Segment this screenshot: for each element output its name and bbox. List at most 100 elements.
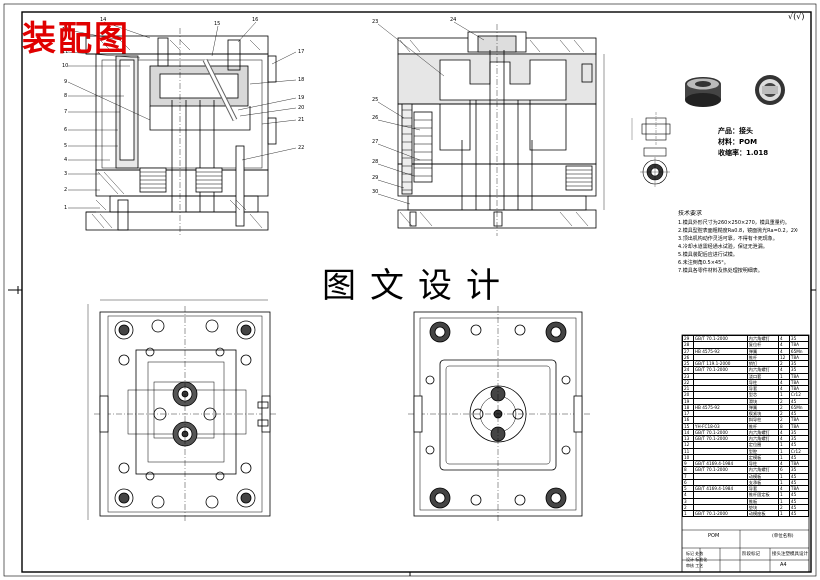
tech-line: 4.冷却水道需经通水试验，保证无泄漏。 — [678, 244, 768, 250]
bom-cell-name: 推板 — [746, 497, 780, 505]
bom-cell-name: 导套 — [746, 384, 780, 393]
bom-cell-name: 复位杆 — [746, 341, 780, 349]
svg-text:19: 19 — [298, 95, 304, 101]
bom-cell-name: 动模板 — [746, 472, 780, 480]
svg-text:14: 14 — [100, 17, 106, 23]
bom-cell-name: 内六角螺钉 — [746, 466, 780, 474]
bom-cell-name: 支承板 — [746, 478, 780, 487]
product-shrinkage: 收缩率：1.018 — [718, 149, 769, 157]
bom-cell-mat: T8A — [788, 353, 810, 362]
product-info: 产品：接头 材料：POM 收缩率：1.018 — [718, 126, 768, 159]
svg-text:25: 25 — [372, 97, 378, 103]
bom-cell-mat: 35 — [788, 366, 810, 374]
bom-cell-name: 导柱 — [746, 378, 780, 387]
svg-text:15: 15 — [214, 21, 220, 27]
bom-cell-mat: 35 — [788, 434, 810, 443]
bom-cell-name: 内六角螺钉 — [746, 366, 780, 374]
svg-text:20: 20 — [298, 105, 304, 111]
bom-cell-mat: T8A — [788, 378, 810, 387]
svg-text:2: 2 — [64, 187, 67, 193]
bom-cell-name: 型腔 — [746, 447, 780, 455]
bom-cell-mat: 45 — [788, 509, 810, 518]
product-material: 材料：POM — [718, 138, 758, 146]
bom-cell-mat: Cr12 — [788, 447, 810, 455]
plan-view-fixed-half — [408, 306, 590, 522]
svg-text:4: 4 — [64, 157, 67, 163]
right-callouts — [377, 21, 485, 205]
bom-cell-name: 弹簧 — [746, 403, 780, 412]
svg-text:5: 5 — [64, 143, 67, 149]
svg-text:18: 18 — [298, 77, 304, 83]
svg-text:21: 21 — [298, 117, 304, 123]
surface-roughness-symbol: √(√) — [788, 12, 805, 21]
bom-cell-name: 浇口套 — [746, 372, 780, 380]
bom-cell-mat: Cr12 — [788, 391, 810, 399]
plan-view-moving-half — [87, 299, 276, 522]
bom-cell-name: 内六角螺钉 — [746, 434, 780, 443]
svg-text:17: 17 — [298, 49, 304, 55]
bom-cell-mat: T8A — [788, 484, 810, 493]
svg-text:3: 3 — [64, 171, 67, 177]
svg-text:7: 7 — [64, 109, 67, 115]
tech-heading: 技术要求 — [678, 210, 703, 217]
svg-text:23: 23 — [372, 19, 378, 25]
title-block-review: 审核 工艺 — [686, 563, 704, 568]
bom-cell-mat: 65Mn — [788, 347, 810, 355]
bom-cell-name: 内六角螺钉 — [746, 428, 780, 437]
title-block-drawing-name: 接头注塑模具设计 — [772, 552, 808, 557]
svg-text:1: 1 — [64, 205, 67, 211]
bom-cell-name: 销钉 — [746, 359, 780, 368]
tech-line: 2.模具型腔表面粗糙度Ra0.8，镜面抛光Ra=0.2，2X0.2mm/A。 — [678, 228, 798, 234]
bom-cell-name: 楔紧块 — [746, 409, 780, 418]
bom-cell-mat: 65Mn — [788, 403, 810, 412]
svg-text:16: 16 — [252, 17, 258, 23]
tech-line: 1.模具外形尺寸为260×250×270，模具重量约。 — [678, 220, 790, 226]
bom-cell-name: 推杆 — [746, 422, 780, 430]
title-block-lines — [682, 529, 809, 572]
svg-text:11: 11 — [62, 49, 68, 55]
bom-cell-name: 导柱 — [746, 459, 780, 468]
bom-cell-name: 内六角螺钉 — [746, 334, 780, 343]
bom-cell-name: 推杆固定板 — [746, 491, 780, 499]
tech-line: 3.顶出机构动作灵活可靠，不得有卡死现象。 — [678, 236, 778, 242]
svg-text:27: 27 — [372, 139, 378, 145]
drawing-title-red: 装配图 — [22, 19, 130, 59]
svg-text:8: 8 — [64, 93, 67, 99]
bom-cell-mat: T8A — [788, 416, 810, 424]
product-name: 产品：接头 — [718, 127, 753, 135]
title-block-scale: A4 — [780, 562, 787, 568]
tech-line: 6.未注倒角0.5×45°。 — [678, 260, 729, 266]
bom-cell-mat: T8A — [788, 341, 810, 349]
title-block-drawn: 标记 处数 — [686, 551, 704, 556]
svg-text:28: 28 — [372, 159, 378, 165]
part-iso-view-1 — [685, 77, 721, 107]
bom-cell-mat: 35 — [788, 334, 810, 343]
bom-cell-name: 定模板 — [746, 453, 780, 462]
title-block-org: (单位名称) — [772, 534, 794, 539]
bom-cell-name: 导套 — [746, 484, 780, 493]
bom-cell-mat: T8A — [788, 422, 810, 430]
